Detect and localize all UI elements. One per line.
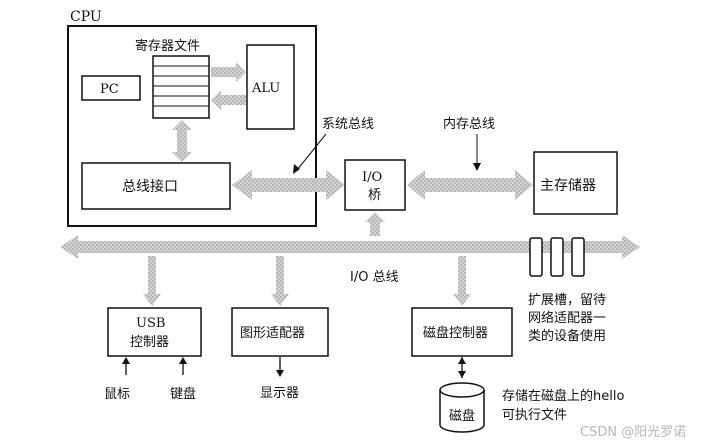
watermark: CSDN @阳光罗诺	[580, 425, 686, 440]
regfile-to-alu-arrow	[211, 62, 246, 82]
io-bridge-to-io-bus-arrow	[365, 212, 385, 236]
expansion-slots	[529, 237, 585, 277]
main-memory-label: 主存储器	[540, 178, 596, 194]
pc-box	[81, 75, 141, 101]
mouse-arrow-head	[122, 357, 130, 364]
io-bridge-label-line1: I/O	[362, 170, 382, 185]
system-bus-pointer-head	[293, 164, 300, 174]
keyboard-arrow-head	[179, 357, 187, 364]
expansion-slots-label-3: 类的设备使用	[528, 328, 606, 344]
expansion-slots-label-1: 扩展槽，留待	[528, 293, 606, 308]
system-bus-arrow	[232, 170, 345, 200]
graphics-adapter-label: 图形适配器	[240, 326, 305, 341]
usb-controller-label-line1: USB	[136, 316, 165, 331]
register-file-label: 寄存器文件	[135, 38, 200, 54]
display-label: 显示器	[260, 386, 299, 401]
usb-controller-box	[107, 307, 202, 357]
memory-bus-label: 内存总线	[443, 116, 495, 132]
keyboard-label: 键盘	[170, 386, 196, 402]
disk-controller-label: 磁盘控制器	[423, 325, 488, 341]
display-arrow-head	[276, 370, 284, 377]
cpu-title: CPU	[70, 9, 102, 25]
disk-icon	[439, 382, 485, 433]
alu-to-regfile-arrow	[211, 90, 246, 110]
memory-bus-arrow	[407, 170, 533, 200]
io-bus-arrow	[60, 235, 640, 259]
alu-label: ALU	[251, 81, 280, 96]
usb-controller-label-line2: 控制器	[130, 335, 169, 350]
regfile-bus-interface-arrow	[172, 120, 192, 162]
disk-controller-box	[411, 307, 513, 357]
main-memory-box	[533, 151, 618, 215]
expansion-slots-label-2: 网络适配器一	[528, 310, 606, 326]
alu-box	[246, 44, 295, 130]
disk-link-head-up	[458, 357, 466, 364]
io-bus-to-usb-arrow	[143, 256, 161, 306]
io-bus-to-graphics-arrow	[271, 256, 289, 306]
cpu-box	[67, 25, 317, 227]
disk-link-head-down	[458, 371, 466, 378]
bus-interface-label: 总线接口	[122, 178, 178, 195]
pc-label: PC	[100, 82, 119, 97]
register-file	[152, 55, 210, 119]
system-bus-label: 系统总线	[322, 117, 374, 132]
io-bridge-box	[344, 159, 406, 211]
disk-label: 磁盘	[449, 408, 475, 424]
disk-note-line2: 可执行文件	[502, 408, 567, 423]
io-bus-to-disk-controller-arrow	[453, 256, 471, 306]
io-bus-label: I/O 总线	[350, 270, 399, 285]
disk-note-line1: 存储在磁盘上的hello	[502, 388, 624, 404]
io-bridge-label-line2: 桥	[368, 188, 381, 203]
system-bus-pointer	[296, 133, 327, 171]
mouse-label: 鼠标	[104, 387, 130, 402]
graphics-adapter-box	[231, 307, 329, 357]
bus-interface-box	[81, 162, 231, 210]
memory-bus-pointer-head	[473, 163, 481, 171]
